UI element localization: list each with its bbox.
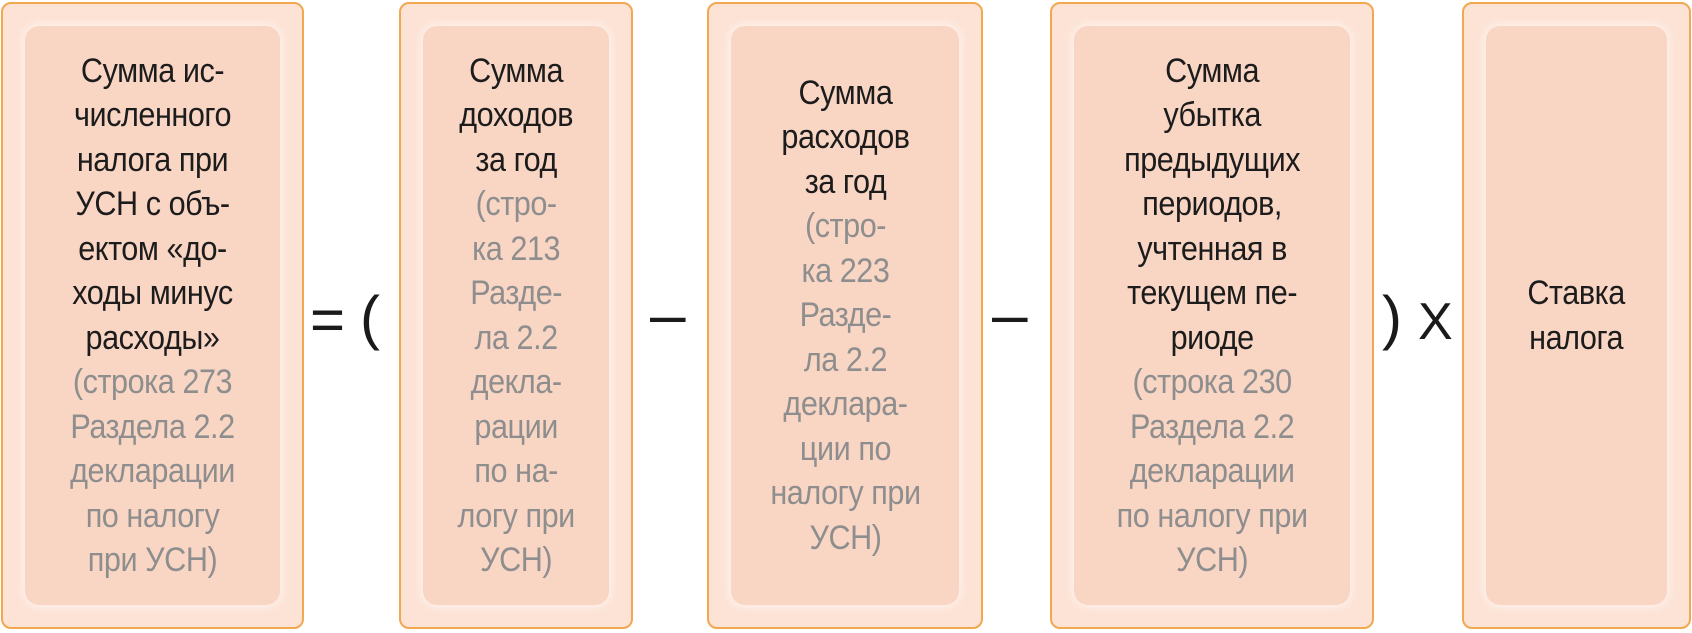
income-box-title: Сумма доходов за год xyxy=(459,51,573,179)
expenses-box-note: (стро- ка 223 Разде- ла 2.2 деклара- ции… xyxy=(769,207,921,557)
income-box-inner: Сумма доходов за год (стро- ка 213 Разде… xyxy=(423,26,609,605)
result-box-inner: Сумма ис- численного налога при УСН с об… xyxy=(25,26,280,605)
tax-rate-box-title: Ставка налога xyxy=(1527,274,1626,357)
result-box-note: (строка 273 Раздела 2.2 декларации по на… xyxy=(70,363,235,579)
expenses-box: Сумма расходов за год (стро- ка 223 Разд… xyxy=(707,2,983,629)
minus-sign-1: – xyxy=(650,278,686,350)
losses-box-title: Сумма убытка предыдущих периодов, учтенн… xyxy=(1123,51,1301,357)
expenses-box-inner: Сумма расходов за год (стро- ка 223 Разд… xyxy=(731,26,959,605)
expenses-box-title: Сумма расходов за год xyxy=(780,73,910,201)
income-box-note: (стро- ка 213 Разде- ла 2.2 декла- рации… xyxy=(457,185,575,579)
result-box: Сумма ис- численного налога при УСН с об… xyxy=(1,2,304,629)
multiply-sign: X xyxy=(1418,293,1453,351)
result-box-title: Сумма ис- численного налога при УСН с об… xyxy=(72,51,233,357)
equals-sign: = xyxy=(310,286,346,353)
losses-box-inner: Сумма убытка предыдущих периодов, учтенн… xyxy=(1074,26,1350,605)
tax-rate-box-inner: Ставка налога xyxy=(1486,26,1667,605)
minus-sign-2: – xyxy=(992,278,1028,350)
open-paren: ( xyxy=(360,284,380,351)
tax-rate-box: Ставка налога xyxy=(1462,2,1691,629)
income-box: Сумма доходов за год (стро- ка 213 Разде… xyxy=(399,2,633,629)
losses-box-note: (строка 230 Раздела 2.2 декларации по на… xyxy=(1116,363,1308,579)
close-paren: ) xyxy=(1382,284,1402,351)
losses-box: Сумма убытка предыдущих периодов, учтенн… xyxy=(1050,2,1374,629)
